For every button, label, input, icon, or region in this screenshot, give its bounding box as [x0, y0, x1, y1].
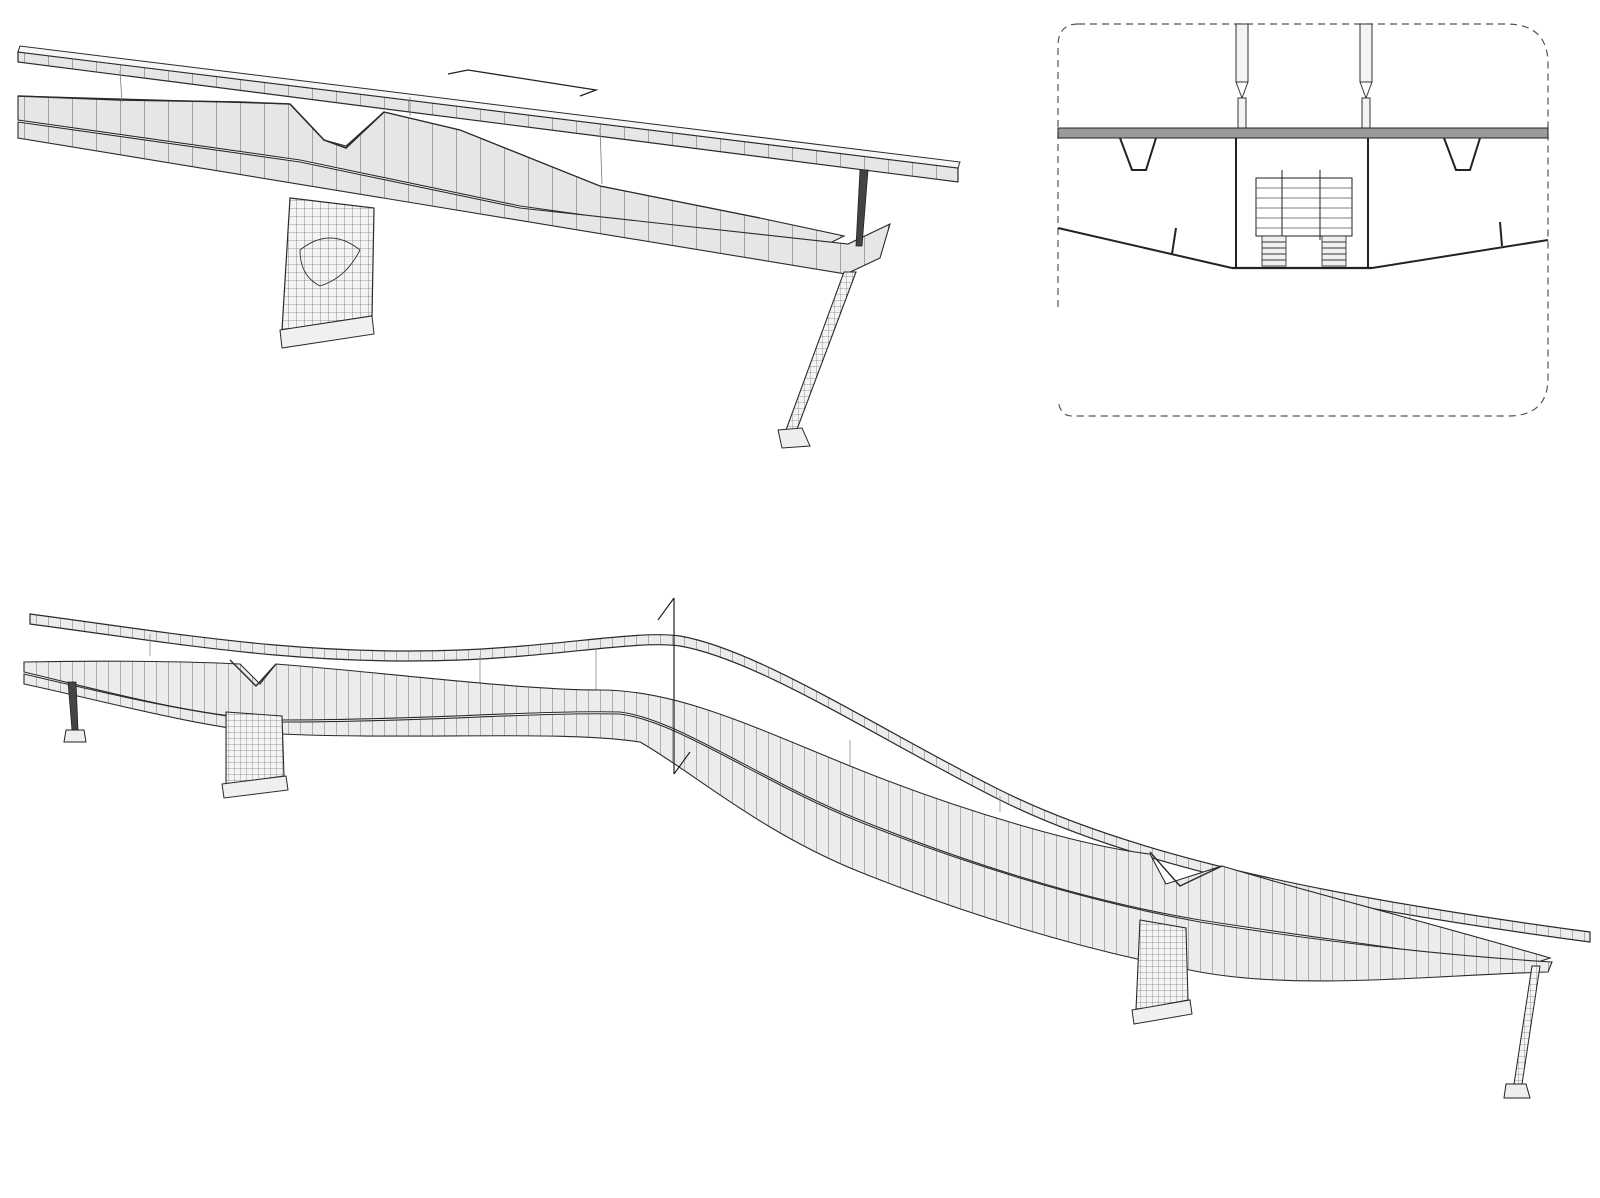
hanger-rods	[1235, 23, 1373, 133]
section-cut-icon	[657, 597, 691, 775]
right-pier	[1131, 919, 1193, 1025]
damper-device	[1255, 170, 1353, 267]
deck-girder	[17, 70, 891, 275]
overall-girder-web	[23, 659, 1552, 969]
inclined-strut	[777, 169, 869, 449]
masonry-pier	[279, 197, 375, 349]
left-end-column	[63, 681, 87, 743]
handrail-beam	[17, 45, 961, 183]
spring-left	[1261, 235, 1287, 267]
overall-deck	[23, 673, 1553, 982]
spring-right	[1321, 235, 1347, 267]
break-line-icon	[447, 69, 599, 97]
cross-section-inset	[1057, 23, 1549, 417]
right-end-column	[1503, 965, 1541, 1099]
deck-plate-section	[1057, 127, 1549, 171]
overall-handrail	[29, 613, 1591, 943]
left-pier	[221, 711, 289, 799]
detail-perspective-view	[17, 45, 961, 449]
box-girder-section	[1057, 138, 1549, 270]
overall-bridge-view	[23, 597, 1591, 1099]
